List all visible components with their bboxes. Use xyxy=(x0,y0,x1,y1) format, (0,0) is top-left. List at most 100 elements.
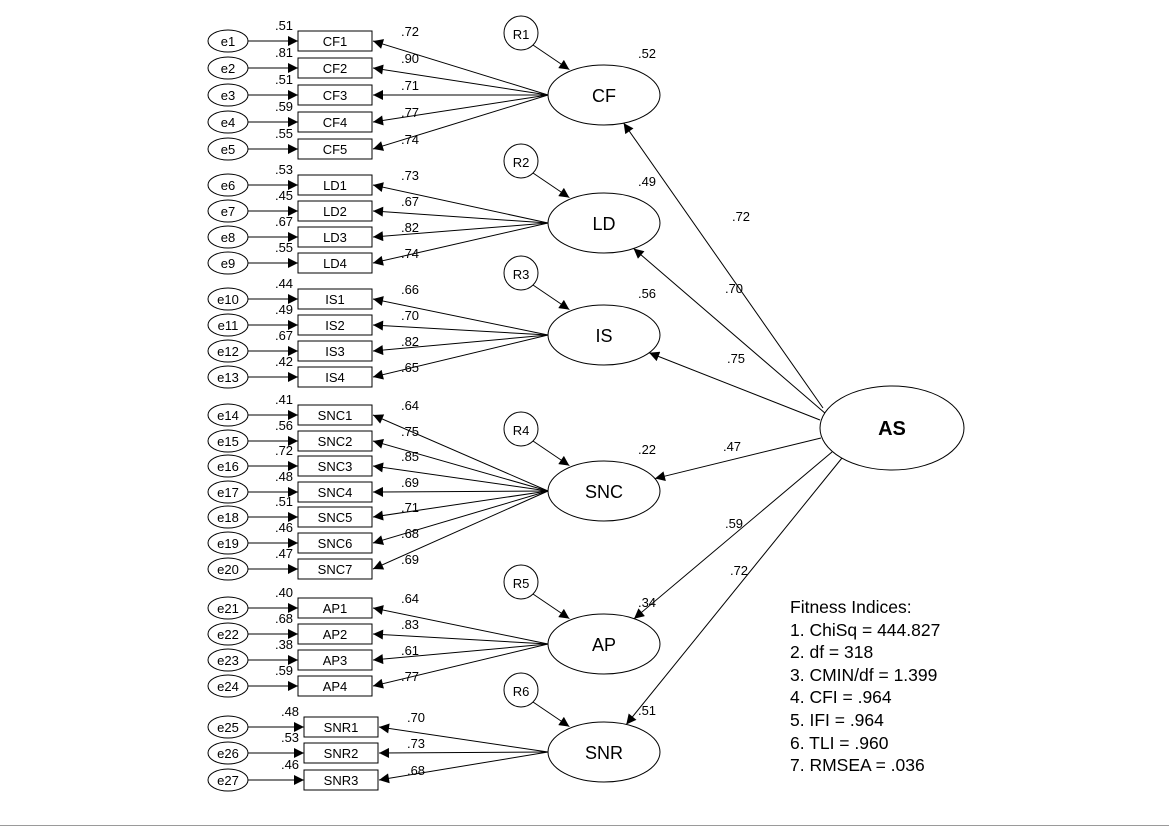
loading-value: .70 xyxy=(401,308,419,323)
indicator-r2: .51 xyxy=(275,72,293,87)
error-e19 xyxy=(207,531,249,555)
loading-arrow xyxy=(372,334,549,356)
loading-value: .74 xyxy=(401,246,419,261)
error-label: e18 xyxy=(217,510,239,525)
loading-arrow xyxy=(372,94,549,151)
loading-value: .64 xyxy=(401,398,419,413)
residual-r6 xyxy=(503,672,539,708)
error-label: e21 xyxy=(217,601,239,616)
error-e18 xyxy=(207,505,249,529)
loading-value: .68 xyxy=(401,526,419,541)
indicator-r2: .53 xyxy=(275,162,293,177)
indicator-snc2 xyxy=(297,430,373,452)
fitness-line-2: 2. df = 318 xyxy=(790,642,874,663)
indicator-label: CF4 xyxy=(323,115,348,130)
error-label: e1 xyxy=(221,34,235,49)
indicator-label: AP1 xyxy=(323,601,348,616)
indicator-label: IS4 xyxy=(325,370,345,385)
indicator-r2: .72 xyxy=(275,443,293,458)
error-label: e15 xyxy=(217,434,239,449)
loading-arrow xyxy=(378,747,549,758)
loading-arrow xyxy=(372,605,549,645)
indicator-label: SNR1 xyxy=(324,720,359,735)
loading-arrow xyxy=(372,94,549,126)
error-label: e3 xyxy=(221,88,235,103)
factor-r2: .56 xyxy=(638,286,656,301)
error-e11 xyxy=(207,313,249,337)
indicator-r2: .41 xyxy=(275,392,293,407)
indicator-label: SNC6 xyxy=(318,536,353,551)
indicator-r2: .55 xyxy=(275,240,293,255)
loading-arrow xyxy=(378,751,549,784)
loading-arrow xyxy=(372,334,549,380)
indicator-r2: .59 xyxy=(275,99,293,114)
loading-arrow xyxy=(372,643,549,665)
loading-arrow xyxy=(372,39,549,96)
loading-arrow xyxy=(372,296,549,336)
latent-ld-label: LD xyxy=(592,214,615,234)
loading-value: .74 xyxy=(401,132,419,147)
loading-arrow xyxy=(372,182,549,224)
loading-arrow xyxy=(378,723,549,753)
path-coefficient: .59 xyxy=(725,516,743,531)
indicator-snr1 xyxy=(303,716,379,738)
path-coefficient: .47 xyxy=(723,439,741,454)
error-label: e26 xyxy=(217,746,239,761)
error-e23 xyxy=(207,648,249,672)
error-e20 xyxy=(207,557,249,581)
indicator-r2: .55 xyxy=(275,126,293,141)
loading-arrow xyxy=(372,206,549,224)
error-e17 xyxy=(207,480,249,504)
indicator-label: AP2 xyxy=(323,627,348,642)
residual-r4 xyxy=(503,411,539,447)
indicator-label: CF1 xyxy=(323,34,348,49)
indicator-r2: .68 xyxy=(275,611,293,626)
loading-value: .73 xyxy=(407,736,425,751)
path-arrow-ld xyxy=(633,248,827,415)
loading-value: .82 xyxy=(401,334,419,349)
residual-arrow xyxy=(532,701,570,728)
latent-snc xyxy=(547,460,661,522)
path-coefficient: .72 xyxy=(732,209,750,224)
indicator-label: SNC3 xyxy=(318,459,353,474)
loading-value: .70 xyxy=(407,710,425,725)
error-e8 xyxy=(207,225,249,249)
indicator-is3 xyxy=(297,340,373,362)
latent-cf-label: CF xyxy=(592,86,616,106)
error-label: e22 xyxy=(217,627,239,642)
error-label: e5 xyxy=(221,142,235,157)
error-e9 xyxy=(207,251,249,275)
error-label: e11 xyxy=(218,318,239,333)
indicator-r2: .48 xyxy=(275,469,293,484)
loading-arrow xyxy=(372,462,549,492)
indicator-r2: .40 xyxy=(275,585,293,600)
indicator-r2: .38 xyxy=(275,637,293,652)
loading-arrow xyxy=(372,222,549,242)
error-label: e6 xyxy=(221,178,235,193)
error-e10 xyxy=(207,287,249,311)
indicator-snc3 xyxy=(297,455,373,477)
indicator-ld4 xyxy=(297,252,373,274)
residual-arrow xyxy=(532,44,570,71)
indicator-label: AP3 xyxy=(323,653,348,668)
error-label: e10 xyxy=(217,292,239,307)
indicator-label: IS1 xyxy=(325,292,345,307)
latent-ap-label: AP xyxy=(592,635,616,655)
bottom-divider xyxy=(0,825,1169,826)
error-label: e9 xyxy=(221,256,235,271)
indicator-is4 xyxy=(297,366,373,388)
indicator-ld2 xyxy=(297,200,373,222)
loading-value: .64 xyxy=(401,591,419,606)
path-coefficient: .70 xyxy=(725,281,743,296)
error-label: e17 xyxy=(217,485,239,500)
indicator-is2 xyxy=(297,314,373,336)
indicator-label: AP4 xyxy=(323,679,348,694)
path-arrow-is xyxy=(648,351,821,421)
latent-ld xyxy=(547,192,661,254)
loading-value: .77 xyxy=(401,105,419,120)
latent-is-label: IS xyxy=(595,326,612,346)
factor-r2: .52 xyxy=(638,46,656,61)
latent-snc-label: SNC xyxy=(585,482,623,502)
indicator-r2: .53 xyxy=(281,730,299,745)
residual-arrow xyxy=(532,593,570,620)
